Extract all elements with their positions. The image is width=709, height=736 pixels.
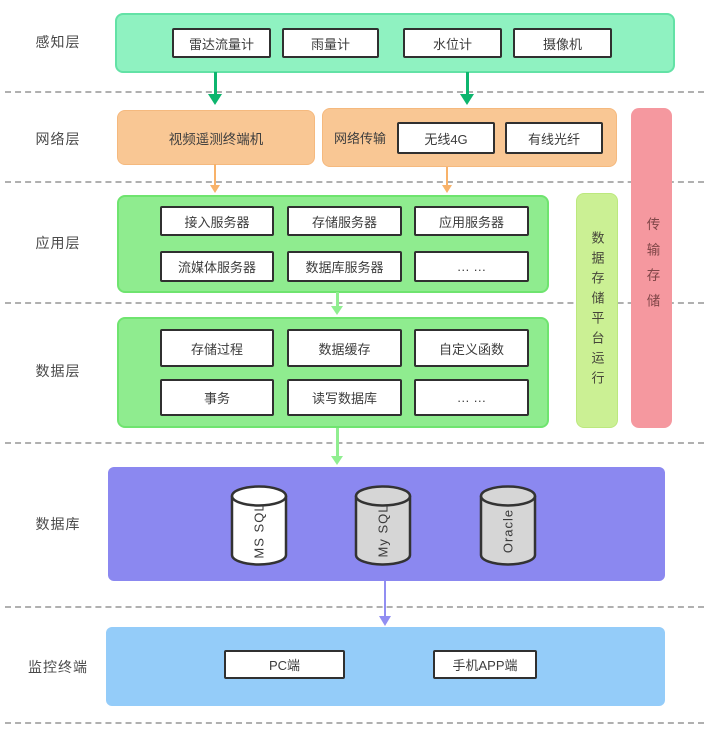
node-storage-server: 存储服务器 (287, 206, 402, 236)
node-media-server: 流媒体服务器 (160, 251, 274, 282)
node-app-server: 应用服务器 (414, 206, 529, 236)
layer-label-application: 应用层 (35, 235, 81, 251)
cylinder-my-sql: My SQL (354, 485, 412, 566)
separator-line (5, 606, 704, 608)
node-radar-flowmeter: 雷达流量计 (172, 28, 271, 58)
data-layer-band: 存储过程 数据缓存 自定义函数 事务 读写数据库 … … (117, 317, 549, 428)
network-transmission-label: 网络传输 (334, 131, 387, 146)
separator-line (5, 302, 704, 304)
perception-layer-band: 雷达流量计 雨量计 水位计 摄像机 (115, 13, 675, 73)
node-rain-gauge: 雨量计 (282, 28, 379, 58)
node-camera: 摄像机 (513, 28, 612, 58)
node-stored-procedure: 存储过程 (160, 329, 274, 367)
cylinder-my-sql-label: My SQL (376, 505, 391, 558)
arrow-application-to-data (331, 292, 343, 315)
cylinder-ms-sql: MS SQL (230, 485, 288, 566)
transmission-storage-label: 传输存储 (644, 217, 660, 319)
arrow-perception-to-network-left (208, 72, 222, 105)
node-app-ellipsis: … … (414, 251, 529, 282)
layer-label-network: 网络层 (35, 131, 81, 147)
cylinder-ms-sql-label: MS SQL (252, 503, 267, 558)
node-access-server: 接入服务器 (160, 206, 274, 236)
node-read-write-db: 读写数据库 (287, 379, 402, 416)
network-transmission-box: 网络传输 无线4G 有线光纤 (322, 108, 617, 167)
separator-line (5, 442, 704, 444)
arrow-database-to-terminal (379, 581, 391, 626)
layer-label-data: 数据层 (35, 363, 81, 379)
node-wireless-4g: 无线4G (397, 122, 495, 154)
database-band: MS SQL My SQL Oracle (108, 467, 665, 581)
node-pc-client: PC端 (224, 650, 345, 679)
node-transaction: 事务 (160, 379, 274, 416)
arrow-perception-to-network-right (460, 72, 474, 105)
layer-label-perception: 感知层 (35, 34, 81, 50)
layer-label-terminal: 监控终端 (28, 659, 88, 675)
separator-line (5, 722, 704, 724)
data-storage-platform-bar: 数据存储平台运行 (576, 193, 618, 428)
separator-line (5, 181, 704, 183)
arrow-network-to-application-left (210, 164, 220, 193)
node-mobile-app: 手机APP端 (433, 650, 537, 679)
separator-line (5, 91, 704, 93)
terminal-band: PC端 手机APP端 (106, 627, 665, 706)
node-custom-function: 自定义函数 (414, 329, 529, 367)
cylinder-oracle-label: Oracle (501, 509, 516, 553)
node-water-level: 水位计 (403, 28, 502, 58)
node-db-server: 数据库服务器 (287, 251, 402, 282)
node-data-cache: 数据缓存 (287, 329, 402, 367)
cylinder-oracle: Oracle (479, 485, 537, 566)
arrow-network-to-application-right (442, 167, 452, 193)
network-video-terminal-box: 视频遥测终端机 (117, 110, 315, 165)
data-storage-platform-label: 数据存储平台运行 (589, 230, 605, 391)
transmission-storage-bar: 传输存储 (631, 108, 672, 428)
layer-label-database: 数据库 (35, 516, 81, 532)
application-layer-band: 接入服务器 存储服务器 应用服务器 流媒体服务器 数据库服务器 … … (117, 195, 549, 293)
arrow-data-to-database (331, 428, 343, 465)
node-wired-fiber: 有线光纤 (505, 122, 603, 154)
node-data-ellipsis: … … (414, 379, 529, 416)
